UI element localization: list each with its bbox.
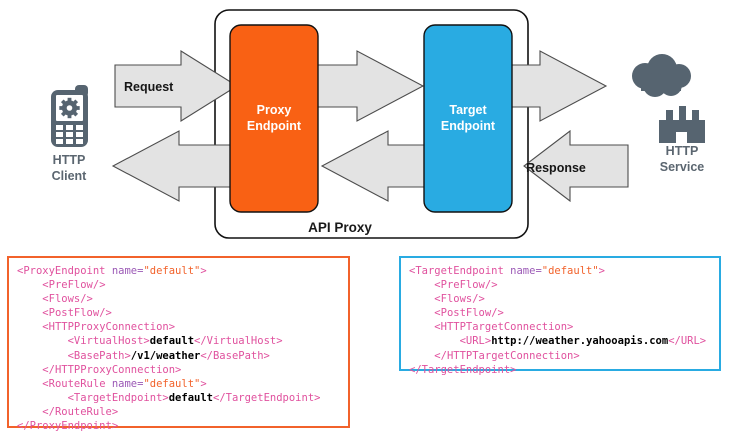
proxy-endpoint-code: <ProxyEndpoint name="default"> <PreFlow/…: [17, 265, 321, 433]
proxy-endpoint-box: [229, 24, 319, 213]
request-arrow-label: Request: [124, 80, 174, 94]
http-service-node: HTTP Service: [632, 54, 705, 174]
http-client-node: HTTP Client: [51, 85, 88, 183]
target-endpoint-node: Target Endpoint: [423, 24, 513, 213]
http-service-label-line1: HTTP: [666, 144, 699, 158]
http-service-label-line2: Service: [660, 160, 705, 174]
proxy-endpoint-label-line2: Endpoint: [247, 119, 302, 133]
request-arrow: Request: [114, 50, 239, 122]
mobile-phone-gear-icon: [51, 85, 88, 147]
target-endpoint-label-line1: Target: [449, 103, 487, 117]
proxy-to-client-arrow: [111, 130, 238, 202]
proxy-endpoint-node: Proxy Endpoint: [229, 24, 319, 213]
proxy-endpoint-code-panel: <ProxyEndpoint name="default"> <PreFlow/…: [7, 256, 350, 432]
target-endpoint-label-line2: Endpoint: [441, 119, 496, 133]
service-to-target-arrow: Response: [523, 129, 629, 203]
proxy-endpoint-label-line1: Proxy: [257, 103, 292, 117]
target-endpoint-code-panel: <TargetEndpoint name="default"> <PreFlow…: [399, 256, 721, 376]
response-arrow-label: Response: [526, 161, 586, 175]
api-proxy-label: API Proxy: [308, 220, 372, 235]
http-client-label-line1: HTTP: [53, 153, 86, 167]
http-client-label-line2: Client: [52, 169, 88, 183]
target-endpoint-code: <TargetEndpoint name="default"> <PreFlow…: [409, 265, 707, 376]
cloud-factory-icon: [632, 54, 705, 143]
target-endpoint-box: [423, 24, 513, 213]
